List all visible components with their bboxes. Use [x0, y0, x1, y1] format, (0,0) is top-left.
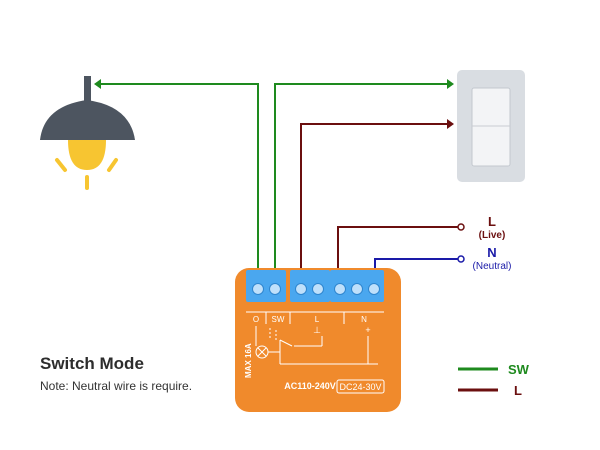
lamp-cord [84, 76, 91, 104]
wire-sw-switch [274, 83, 447, 285]
neutral-label: N [487, 245, 496, 260]
screw-n3 [368, 283, 380, 295]
screw-l1 [295, 283, 307, 295]
terminal-label-l: L [315, 315, 320, 324]
wall-switch-icon [457, 70, 525, 182]
legend: SW L [458, 362, 530, 398]
plus-symbol: + [365, 325, 370, 335]
terminal-label-n: N [361, 315, 367, 324]
wire-sw-lamp-arrow [94, 79, 101, 89]
wire-neutral-in [374, 258, 458, 270]
screw-l2 [312, 283, 324, 295]
live-label: L [488, 214, 496, 229]
wire-sw-lamp [101, 83, 259, 285]
ceiling-lamp-icon [40, 76, 135, 190]
lamp-bulb [68, 140, 106, 170]
terminal-label-sw: SW [272, 315, 285, 324]
live-input-terminal [457, 223, 465, 231]
wire-sw-switch-arrow [447, 79, 454, 89]
live-sublabel: (Live) [479, 230, 506, 241]
ac-rating: AC110-240V [284, 381, 336, 391]
wire-live-in [337, 226, 458, 270]
legend-sw-label: SW [508, 362, 530, 377]
switch-rocker [471, 87, 511, 167]
neutral-input-terminal [457, 255, 465, 263]
dc-rating: DC24-30V [339, 382, 381, 392]
internal-circuit [255, 326, 378, 365]
dc-rating-box [336, 379, 385, 394]
wires [94, 79, 458, 285]
screw-n1 [334, 283, 346, 295]
lamp-ray-left [55, 158, 67, 172]
mode-title: Switch Mode [40, 354, 144, 373]
relay-module: O SW L N ⊥ + MAX 16A AC110-240V DC24-30V [235, 268, 401, 412]
max-rating: MAX 16A [244, 343, 253, 378]
neutral-sublabel: (Neutral) [473, 261, 512, 272]
module-body [235, 268, 401, 412]
screw-sw [269, 283, 281, 295]
screw-n2 [351, 283, 363, 295]
ground-symbol: ⊥ [313, 325, 321, 335]
legend-l-label: L [514, 383, 522, 398]
terminal-label-o: O [253, 315, 259, 324]
lamp-shade [40, 100, 135, 140]
wire-l-switch [300, 123, 447, 285]
lamp-ray-right [107, 158, 118, 172]
wire-l-switch-arrow [447, 119, 454, 129]
mode-note: Note: Neutral wire is require. [40, 379, 193, 393]
screw-o [252, 283, 264, 295]
